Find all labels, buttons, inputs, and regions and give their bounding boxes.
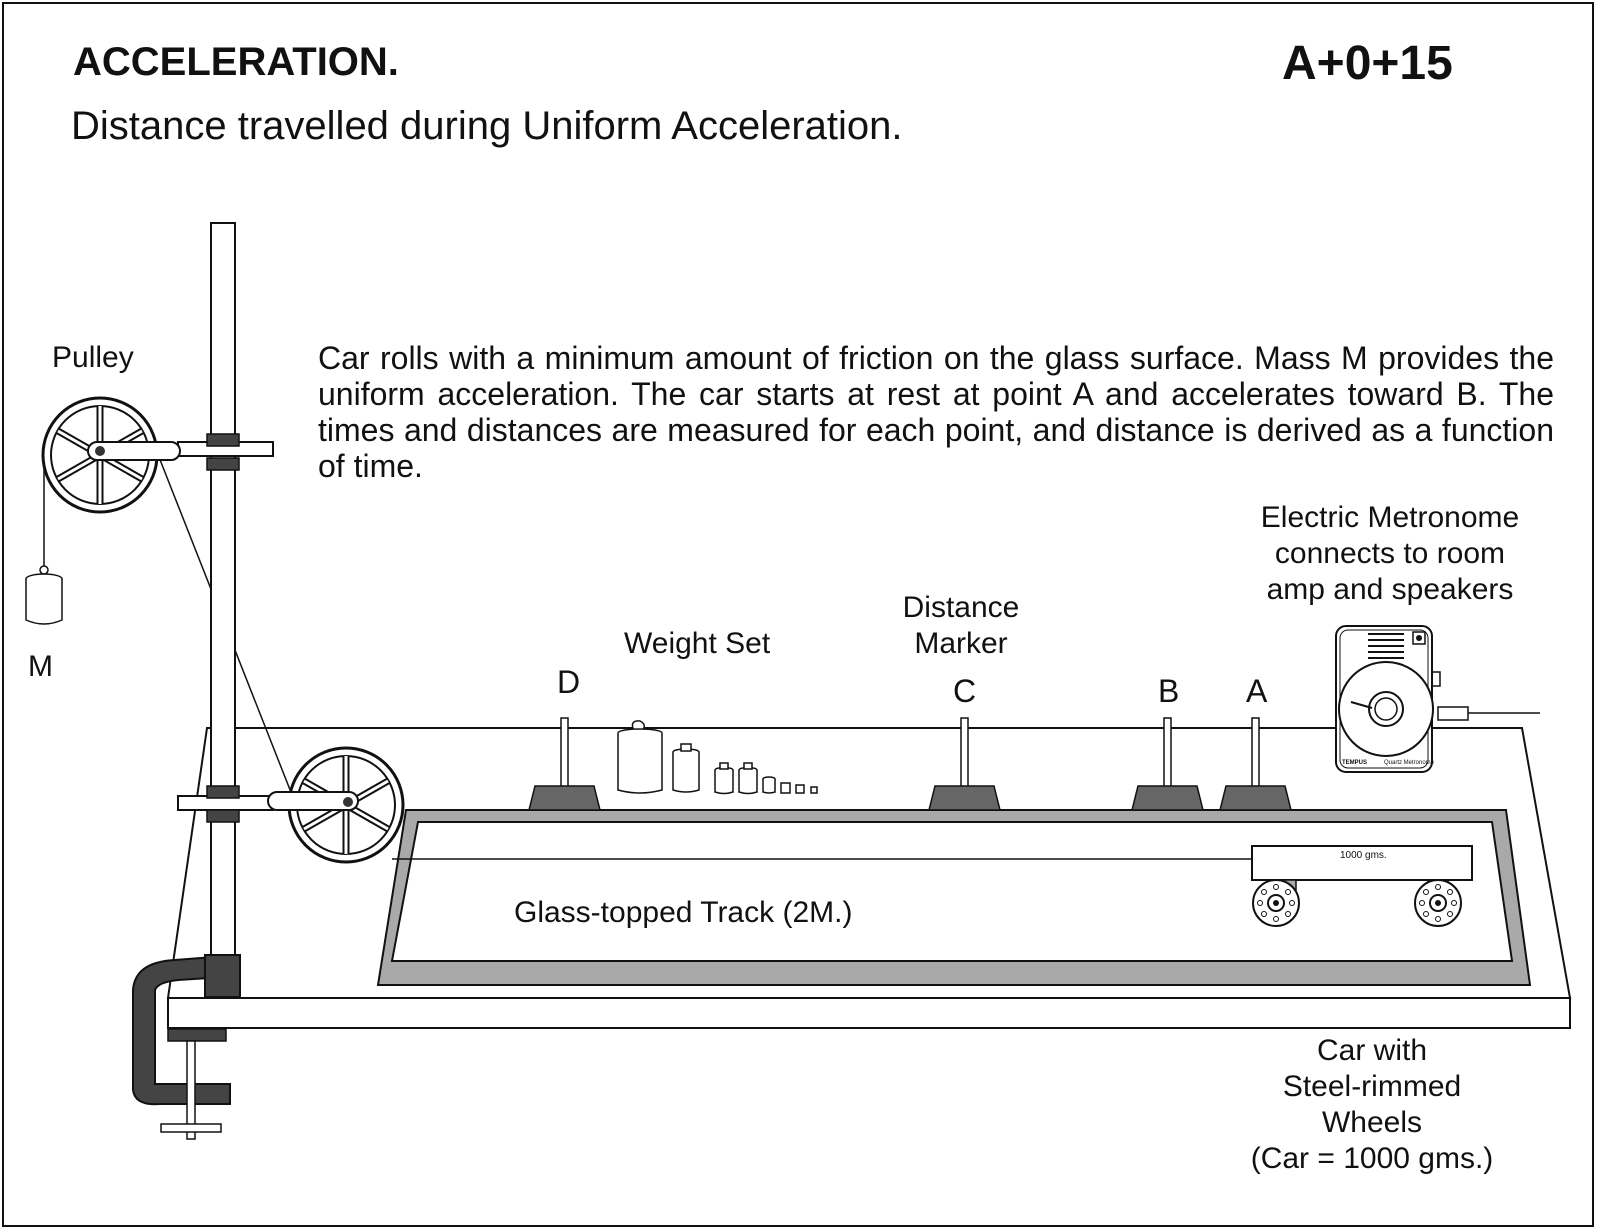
weight-set	[617, 720, 818, 795]
metronome	[1335, 625, 1540, 773]
distance-marker-label: Distance Marker	[903, 590, 1020, 662]
track-label: Glass-topped Track (2M.)	[514, 896, 853, 929]
distance-marker-d	[528, 717, 601, 811]
upper-pulley	[41, 396, 181, 514]
metronome-label-line2: connects to room	[1274, 537, 1506, 570]
car	[1251, 845, 1473, 927]
car-label-line1: Car with	[1316, 1034, 1428, 1067]
car-label-line3: Wheels	[1321, 1106, 1423, 1139]
car-label-line4: (Car = 1000 gms.)	[1250, 1142, 1494, 1175]
c-clamp	[132, 953, 241, 1140]
description-paragraph: Car rolls with a minimum amount of frict…	[318, 340, 1554, 484]
page-subtitle: Distance travelled during Uniform Accele…	[71, 104, 903, 148]
metronome-brand: TEMPUS	[1342, 760, 1368, 766]
car-mass-label: 1000 gms.	[1340, 850, 1387, 861]
point-a-label: A	[1246, 673, 1268, 709]
metronome-model: Quartz Metronome	[1384, 760, 1435, 766]
distance-marker-a	[1219, 717, 1292, 811]
distance-marker-b	[1131, 717, 1204, 811]
point-c-label: C	[953, 673, 977, 709]
car-label: Car with Steel-rimmed Wheels (Car = 1000…	[1251, 1033, 1494, 1177]
distance-marker-label-line1: Distance	[902, 591, 1020, 624]
demo-code: A+0+15	[1282, 37, 1453, 90]
lower-pulley	[267, 746, 405, 864]
metronome-label-line3: amp and speakers	[1266, 573, 1514, 606]
weight-set-label: Weight Set	[624, 627, 771, 660]
glass-track	[376, 809, 1532, 986]
point-d-label: D	[557, 664, 581, 700]
mass-m	[25, 565, 63, 625]
point-b-label: B	[1158, 673, 1180, 709]
page-title: ACCELERATION.	[73, 40, 399, 84]
mass-label: M	[28, 650, 53, 683]
metronome-label: Electric Metronome connects to room amp …	[1261, 500, 1519, 608]
distance-marker-label-line2: Marker	[914, 627, 1008, 660]
metronome-label-line1: Electric Metronome	[1260, 501, 1520, 534]
car-label-line2: Steel-rimmed	[1282, 1070, 1462, 1103]
pulley-label: Pulley	[52, 341, 134, 374]
distance-marker-c	[928, 717, 1001, 811]
